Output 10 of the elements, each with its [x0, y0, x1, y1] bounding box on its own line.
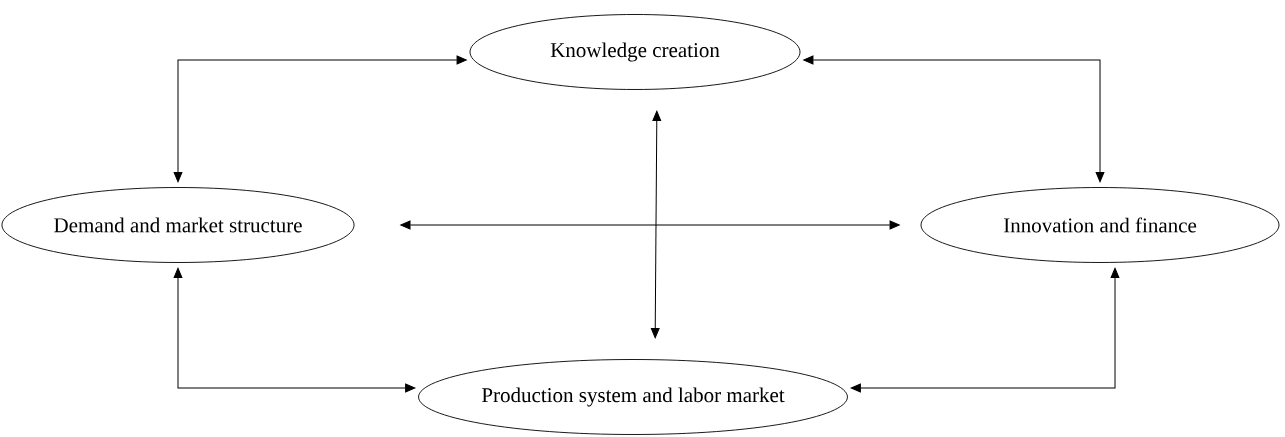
arrow — [173, 267, 416, 393]
arrow — [650, 110, 662, 339]
arrow — [173, 55, 467, 183]
ellipse-node: Production system and labor market — [418, 359, 848, 435]
arrow — [803, 55, 1105, 183]
ellipse-node: Knowledge creation — [469, 14, 801, 90]
ellipse-node: Demand and market structure — [1, 187, 355, 263]
arrow — [850, 267, 1120, 393]
arrow — [400, 220, 900, 230]
ellipse-node: Innovation and finance — [920, 187, 1280, 263]
